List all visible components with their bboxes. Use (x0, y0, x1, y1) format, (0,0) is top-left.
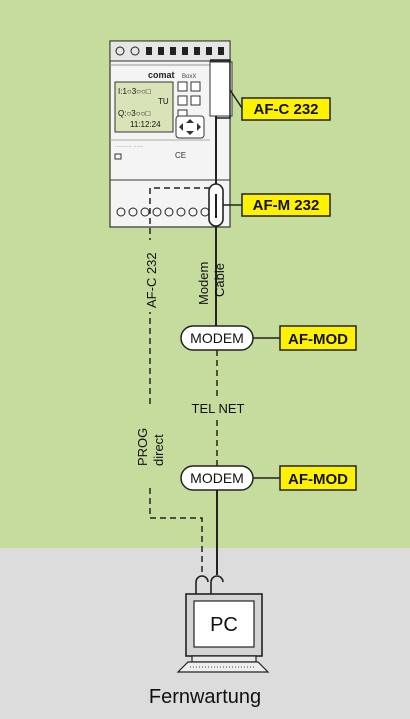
svg-text:AF-MOD: AF-MOD (288, 331, 348, 348)
footer-title: Fernwartung (148, 686, 262, 708)
pc-label: PC (210, 614, 238, 636)
pc-plug-right (210, 575, 224, 594)
prog-label: PROG (135, 428, 150, 466)
plc-brand: comat (148, 70, 175, 80)
svg-text:MODEM: MODEM (190, 330, 244, 346)
top-terminals (115, 46, 224, 56)
svg-text:MODEM: MODEM (190, 470, 244, 486)
modem-top: MODEM (180, 325, 254, 351)
svg-text:AF-C 232: AF-C 232 (253, 101, 318, 118)
modem-cable-label-1: Modem (196, 262, 211, 305)
svg-text:AF-MOD: AF-MOD (288, 471, 348, 488)
plc-lcd-line4: 11:12:24 (130, 120, 161, 129)
svg-text:AF-M 232: AF-M 232 (253, 197, 320, 214)
tel-net-label: TEL NET (192, 401, 245, 416)
af-mod-top-label: AF-MOD (279, 325, 357, 351)
af-c232-vertical-label: AF-C 232 (144, 252, 159, 308)
direct-label: direct (151, 434, 166, 466)
pc-plug-left (195, 575, 209, 594)
modem-cable-label-2: Cable (212, 263, 227, 297)
plc-lcd-line1: I:1○3○○□ (118, 87, 151, 96)
af-m232-label: AF-M 232 (241, 193, 331, 217)
ce-mark: CE (175, 151, 186, 160)
modem-bottom: MODEM (180, 465, 254, 491)
plc-lcd (114, 81, 174, 133)
af-c232-label: AF-C 232 (241, 97, 331, 121)
direct-programming-cable (149, 187, 210, 575)
plc-lcd-line3: Q:○3○○□ (118, 109, 150, 118)
af-mod-bottom-label: AF-MOD (279, 465, 357, 491)
plc-keypad (175, 81, 205, 139)
plc-model: BoxX (182, 74, 196, 80)
plc-small-print: ·········· ······ (115, 144, 143, 150)
plc-lcd-line2: TU (158, 97, 169, 106)
pc-computer: PC (176, 593, 270, 673)
